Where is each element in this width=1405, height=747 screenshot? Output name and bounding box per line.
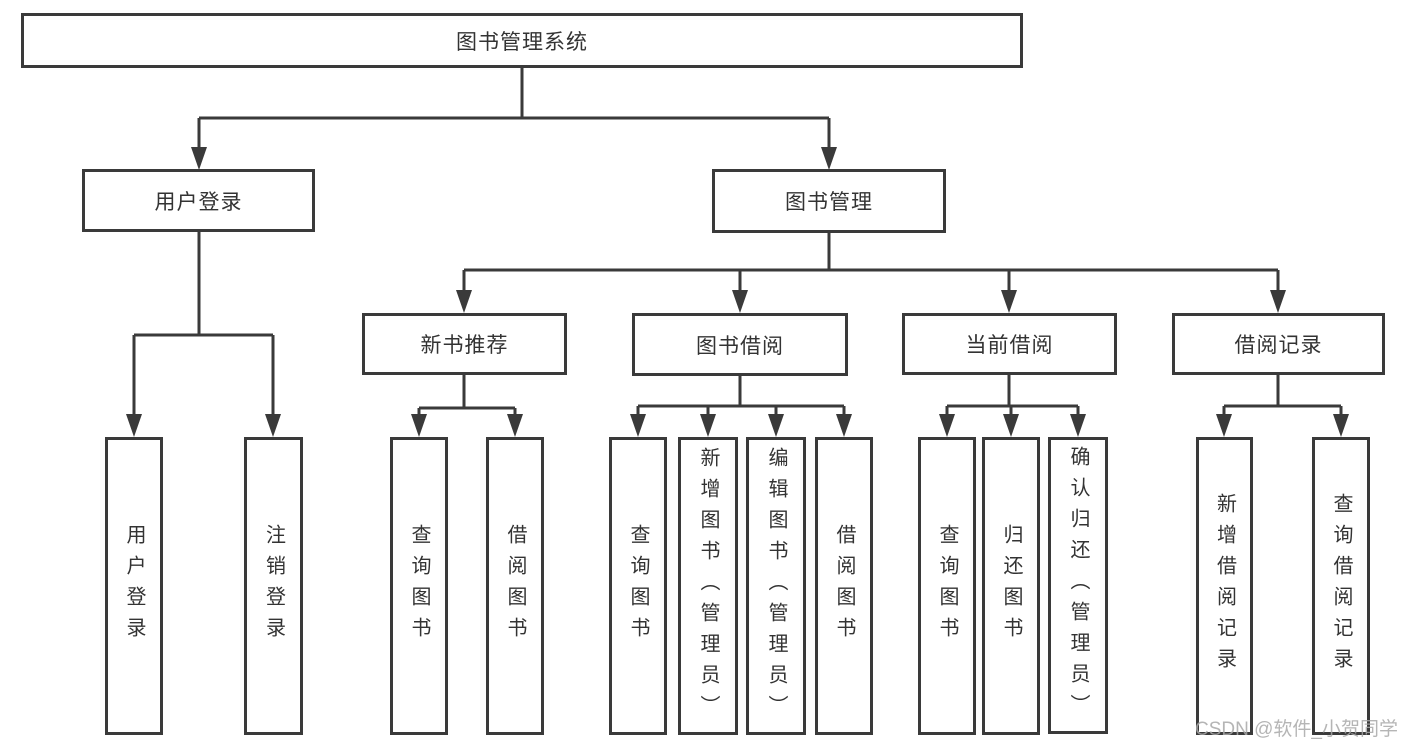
- node-new-book-recommend: 新书推荐: [362, 313, 567, 375]
- connector-book-management-children: [456, 233, 1286, 313]
- node-user-login: 用户登录: [82, 169, 315, 232]
- connector-root-to-level2: [191, 68, 837, 170]
- node-book-management: 图书管理: [712, 169, 946, 233]
- leaf-logout-login: 注销登录: [244, 437, 303, 735]
- node-current-borrow: 当前借阅: [902, 313, 1117, 375]
- csdn-watermark: CSDN @软件_小贺同学: [1195, 719, 1398, 740]
- leaf-query-borrow-record: 查询借阅记录: [1312, 437, 1370, 735]
- connector-new-book-children: [411, 375, 523, 437]
- leaf-edit-book-admin: 编辑图书（管理员）: [746, 437, 806, 735]
- connector-current-borrow-children: [939, 375, 1086, 437]
- connector-borrow-record-children: [1216, 375, 1349, 437]
- leaf-return-book: 归还图书: [982, 437, 1040, 735]
- node-book-borrow: 图书借阅: [632, 313, 848, 376]
- leaf-user-login: 用户登录: [105, 437, 163, 735]
- leaf-query-books-recommend: 查询图书: [390, 437, 448, 735]
- node-borrow-records: 借阅记录: [1172, 313, 1385, 375]
- leaf-confirm-return-admin: 确认归还（管理员）: [1048, 437, 1108, 734]
- connector-user-login-children: [126, 232, 281, 437]
- node-root-system: 图书管理系统: [21, 13, 1023, 68]
- leaf-borrow-books-recommend: 借阅图书: [486, 437, 544, 735]
- leaf-query-books-current: 查询图书: [918, 437, 976, 735]
- leaf-add-book-admin: 新增图书（管理员）: [678, 437, 738, 735]
- leaf-add-borrow-record: 新增借阅记录: [1196, 437, 1253, 735]
- leaf-query-books-borrow: 查询图书: [609, 437, 667, 735]
- connector-book-borrow-children: [630, 376, 852, 437]
- leaf-borrow-books: 借阅图书: [815, 437, 873, 735]
